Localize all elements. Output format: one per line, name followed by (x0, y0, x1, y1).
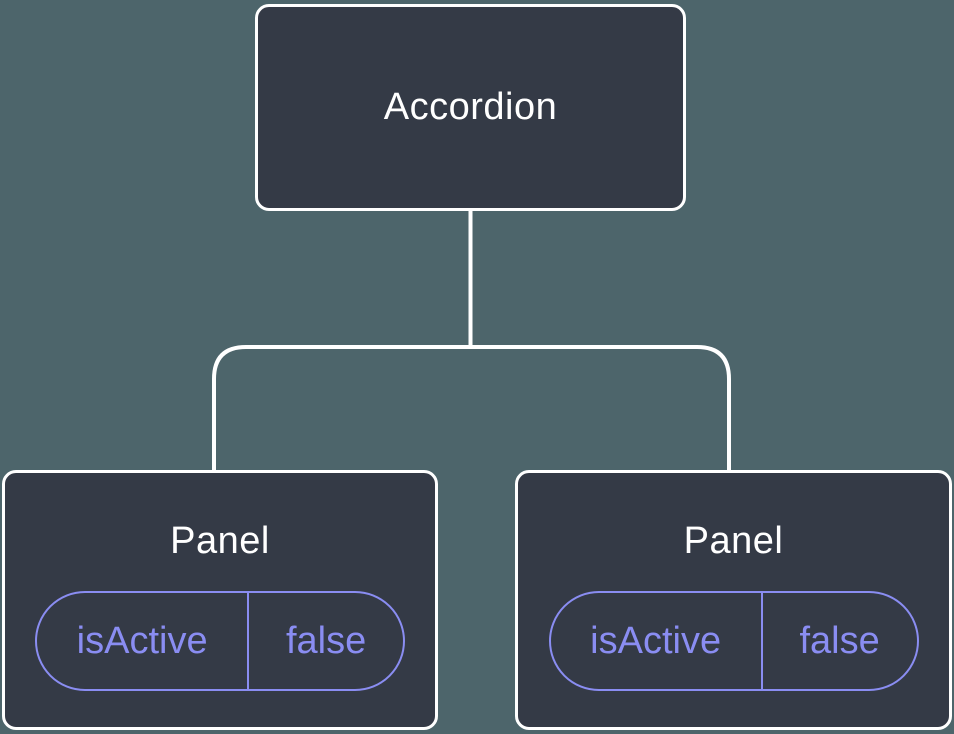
panel-node-right: Panel isActive false (515, 470, 952, 730)
root-node-accordion: Accordion (255, 4, 686, 211)
state-key: isActive (551, 593, 763, 689)
state-pill: isActive false (548, 591, 919, 691)
branch-connector-line (212, 345, 731, 472)
panel-node-label: Panel (170, 520, 270, 562)
state-key: isActive (37, 593, 250, 689)
state-value: false (285, 619, 367, 662)
state-pill: isActive false (35, 591, 405, 691)
state-value: false (799, 619, 880, 662)
panel-node-label: Panel (683, 520, 784, 562)
panel-node-left: Panel isActive false (2, 470, 438, 730)
root-node-label: Accordion (383, 86, 558, 128)
